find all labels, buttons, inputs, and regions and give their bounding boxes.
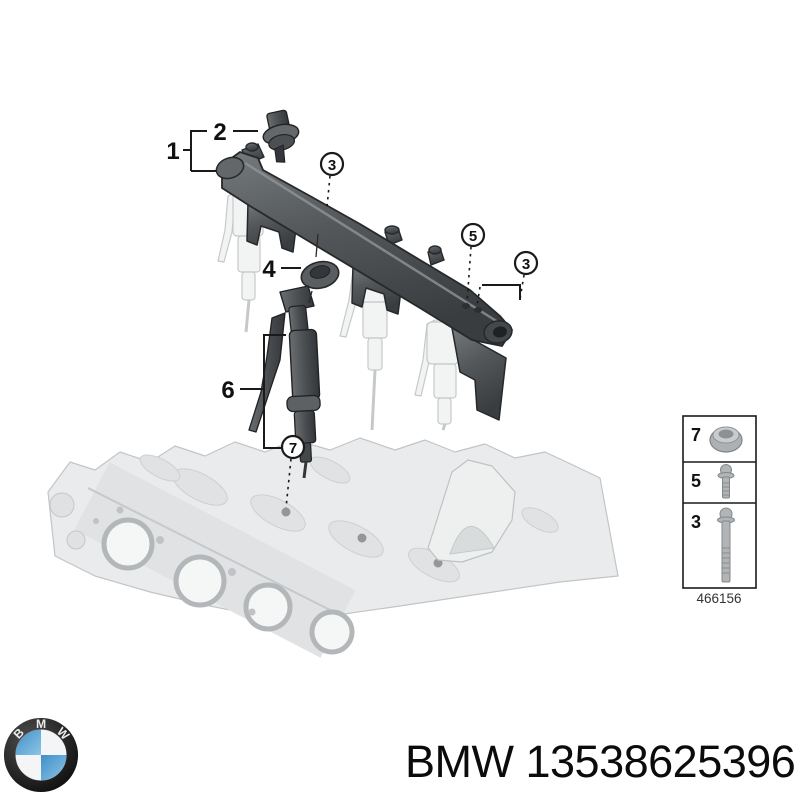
callout-lines xyxy=(183,130,525,509)
circled-callout-3-rail-label: 3 xyxy=(328,157,336,174)
legend-short-bolt-icon xyxy=(717,464,735,499)
rail-stub-mid2-top xyxy=(428,245,442,255)
roundel-quadrant-br xyxy=(41,755,67,781)
rail-stub-mid-top xyxy=(384,225,400,235)
block-bracket-arch xyxy=(449,526,495,555)
roundel-quadrant-tl xyxy=(15,729,41,755)
rail-right-port-hole xyxy=(493,326,507,338)
rail-bolt-hole-2 xyxy=(474,307,482,313)
rail-end-cap xyxy=(215,156,245,180)
block-boss-2 xyxy=(66,530,86,550)
rail-foot-right xyxy=(451,327,507,421)
rail-highlight xyxy=(244,161,499,324)
circled-callout-3-bolt: 3 xyxy=(513,250,539,276)
seal-illustration xyxy=(300,260,340,290)
circled-callout-7-label: 7 xyxy=(289,440,297,457)
legend-cell-3: 3 xyxy=(691,507,735,583)
callout-3b-elbow xyxy=(482,284,521,300)
sensor-nipple xyxy=(274,144,286,163)
sensor-illustration xyxy=(262,109,300,163)
roundel-quadrant-bl xyxy=(15,755,41,781)
injector-needle xyxy=(302,461,308,479)
circled-callouts: 3 5 3 7 xyxy=(280,151,539,460)
fuel-rail-illustration xyxy=(215,142,513,421)
rail-stub-left-top xyxy=(245,142,259,152)
callout-3a-leader xyxy=(326,175,331,208)
block-boss xyxy=(49,492,75,518)
circled-callout-5-label: 5 xyxy=(469,228,477,245)
alignment-lines xyxy=(308,233,319,304)
injector-illustration xyxy=(248,285,321,479)
legend-panel: 7 5 3 xyxy=(682,415,757,606)
circled-callout-7: 7 xyxy=(280,434,306,460)
callout-label-4: 4 xyxy=(262,256,276,283)
callout-3b-leader2 xyxy=(476,286,481,307)
injector-connector xyxy=(279,285,315,313)
callout-7-leader xyxy=(285,458,292,509)
legend-long-bolt-icon xyxy=(717,507,735,583)
part-number-line: BMW 13538625396 xyxy=(405,736,796,788)
legend-label-7: 7 xyxy=(691,425,701,445)
legend-label-5: 5 xyxy=(691,471,701,491)
bmw-roundel-icon: B M W xyxy=(3,717,79,793)
rail-bolt-hole-1 xyxy=(462,303,470,309)
head-gasket-edge xyxy=(87,487,343,617)
rail-foot-1 xyxy=(246,201,297,253)
legend-seal-ring-icon xyxy=(709,426,743,453)
roundel-quadrant-tr xyxy=(41,729,67,755)
rail-foot-2 xyxy=(351,263,402,315)
legend-cell-5: 5 xyxy=(691,464,735,499)
circled-callout-3-bolt-label: 3 xyxy=(522,256,530,273)
gasket-holes xyxy=(93,506,256,616)
legend-cell-7: 7 xyxy=(691,425,743,453)
brand-name: BMW xyxy=(405,736,514,787)
circled-callout-3-rail: 3 xyxy=(319,151,345,177)
legend-label-3: 3 xyxy=(691,512,701,532)
legend-diagram-number: 466156 xyxy=(696,591,741,606)
circled-callout-5: 5 xyxy=(460,222,486,248)
injector-body xyxy=(288,328,321,402)
injector-ring xyxy=(286,394,321,413)
callout-label-1: 1 xyxy=(166,138,179,165)
block-bracket xyxy=(427,459,516,563)
engine-block-illustration xyxy=(47,437,619,658)
bmw-logo: B M W xyxy=(2,716,80,794)
callout-numbers: 1 2 4 6 xyxy=(166,119,276,404)
injector-clip-arm xyxy=(248,312,286,433)
callout-label-6: 6 xyxy=(221,377,234,404)
part-number: 13538625396 xyxy=(525,736,796,787)
cylinder-bores xyxy=(101,517,355,655)
callout-label-2: 2 xyxy=(213,119,226,146)
roundel-letter-m: M xyxy=(36,717,46,731)
callout-5-leader xyxy=(466,246,472,304)
